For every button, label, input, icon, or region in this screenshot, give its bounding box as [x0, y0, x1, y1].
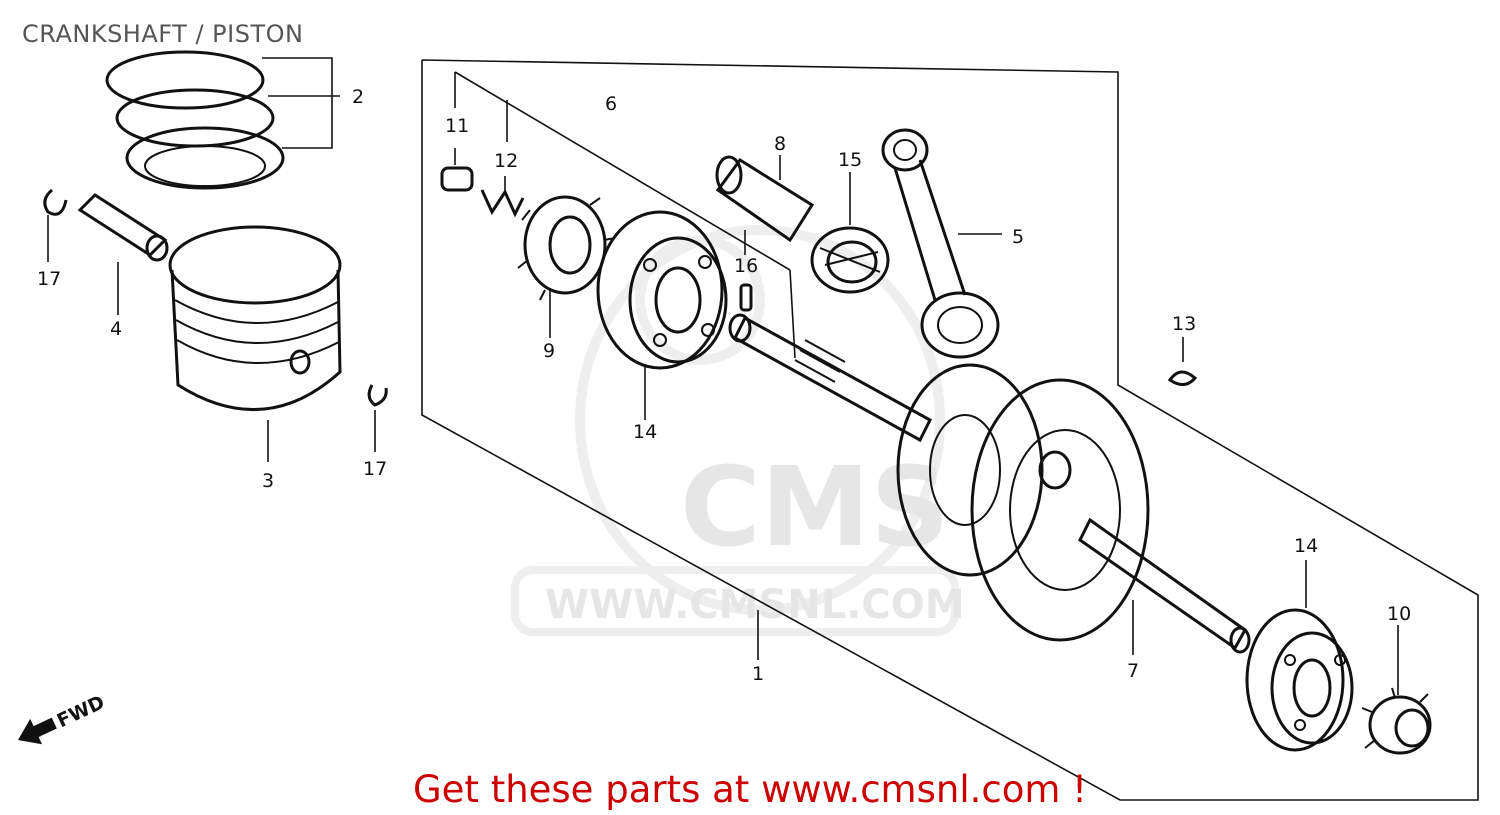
watermark-brand: CMS — [680, 443, 949, 571]
page-title: CRANKSHAFT / PISTON — [22, 20, 304, 48]
connecting-rod — [881, 128, 1002, 359]
callout-3: 3 — [262, 470, 274, 492]
piston-rings — [105, 50, 340, 190]
callout-14-left: 14 — [633, 421, 657, 443]
callout-5: 5 — [1012, 226, 1024, 248]
callout-4: 4 — [110, 318, 122, 340]
piston-pin — [77, 193, 169, 315]
cms-watermark: CMS WWW.CMSNL.COM — [511, 225, 965, 636]
callout-2: 2 — [352, 86, 364, 108]
cam-chain-tensioner-parts — [440, 72, 525, 218]
callout-labels: 1 2 3 4 5 6 7 8 9 10 11 12 13 14 14 15 1… — [37, 86, 1411, 685]
callout-11: 11 — [445, 115, 469, 137]
bearing-left — [596, 210, 728, 420]
watermark-url: WWW.CMSNL.COM — [545, 582, 965, 628]
forward-label: FWD — [54, 691, 108, 732]
callout-6: 6 — [605, 93, 617, 115]
callout-15: 15 — [838, 149, 862, 171]
callout-7: 7 — [1127, 660, 1139, 682]
forward-arrow-icon: FWD — [18, 691, 108, 745]
woodruff-key — [1167, 337, 1198, 386]
bearing-right — [1245, 560, 1354, 752]
cam-chain-sprocket — [517, 195, 616, 338]
needle-bearing — [810, 172, 890, 294]
callout-1: 1 — [752, 663, 764, 685]
callout-9: 9 — [543, 340, 555, 362]
callout-10: 10 — [1387, 603, 1411, 625]
crankshaft-assembly — [728, 313, 1251, 660]
crank-pin — [715, 155, 815, 243]
piston-pin-clips — [43, 188, 388, 452]
callout-17-right: 17 — [363, 458, 387, 480]
callout-16: 16 — [734, 255, 758, 277]
callout-14-right: 14 — [1294, 535, 1318, 557]
promo-link[interactable]: Get these parts at www.cmsnl.com ! — [412, 768, 1087, 811]
crankshaft-group-frame — [421, 59, 1479, 801]
callout-12: 12 — [494, 150, 518, 172]
callout-8: 8 — [774, 133, 786, 155]
dowel-pin — [739, 230, 753, 312]
callout-17-left: 17 — [37, 268, 61, 290]
callout-13: 13 — [1172, 313, 1196, 335]
piston — [168, 225, 342, 462]
drive-sprocket — [1361, 625, 1432, 755]
